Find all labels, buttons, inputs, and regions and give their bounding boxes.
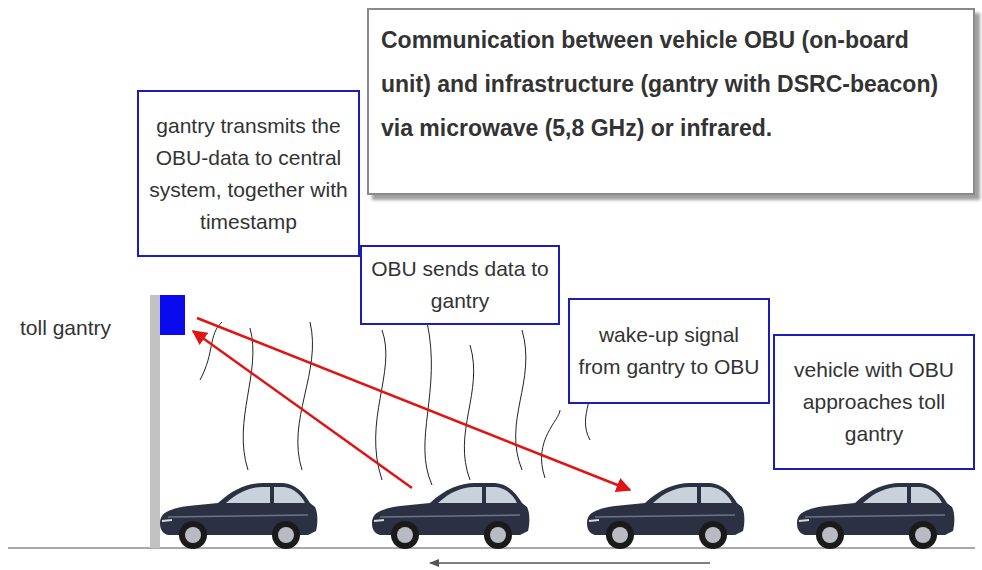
car — [587, 483, 744, 549]
car — [160, 483, 317, 549]
gantry-label: toll gantry — [20, 316, 111, 340]
gantry-pole — [150, 295, 160, 548]
car — [372, 483, 529, 549]
radio-waves — [200, 322, 591, 485]
callout-box: wake-up signal from gantry to OBU — [568, 298, 770, 404]
callout-box: gantry transmits the OBU-data to central… — [137, 90, 360, 257]
callout-box: vehicle with OBU approaches toll gantry — [773, 334, 975, 470]
box-text: vehicle with OBU approaches toll gantry — [781, 354, 967, 450]
uplink-arrow — [193, 331, 412, 488]
direction-arrow — [430, 562, 710, 564]
box-text: gantry transmits the OBU-data to central… — [145, 110, 352, 238]
car — [797, 483, 954, 549]
box-text: wake-up signal from gantry to OBU — [576, 319, 762, 383]
dsrc-beacon — [160, 295, 185, 335]
box-text: Communication between vehicle OBU (on-bo… — [381, 18, 961, 150]
wakeup-arrow — [197, 318, 630, 490]
title-box: Communication between vehicle OBU (on-bo… — [367, 8, 975, 195]
box-text: OBU sends data to gantry — [368, 253, 552, 317]
callout-box: OBU sends data to gantry — [360, 245, 560, 325]
